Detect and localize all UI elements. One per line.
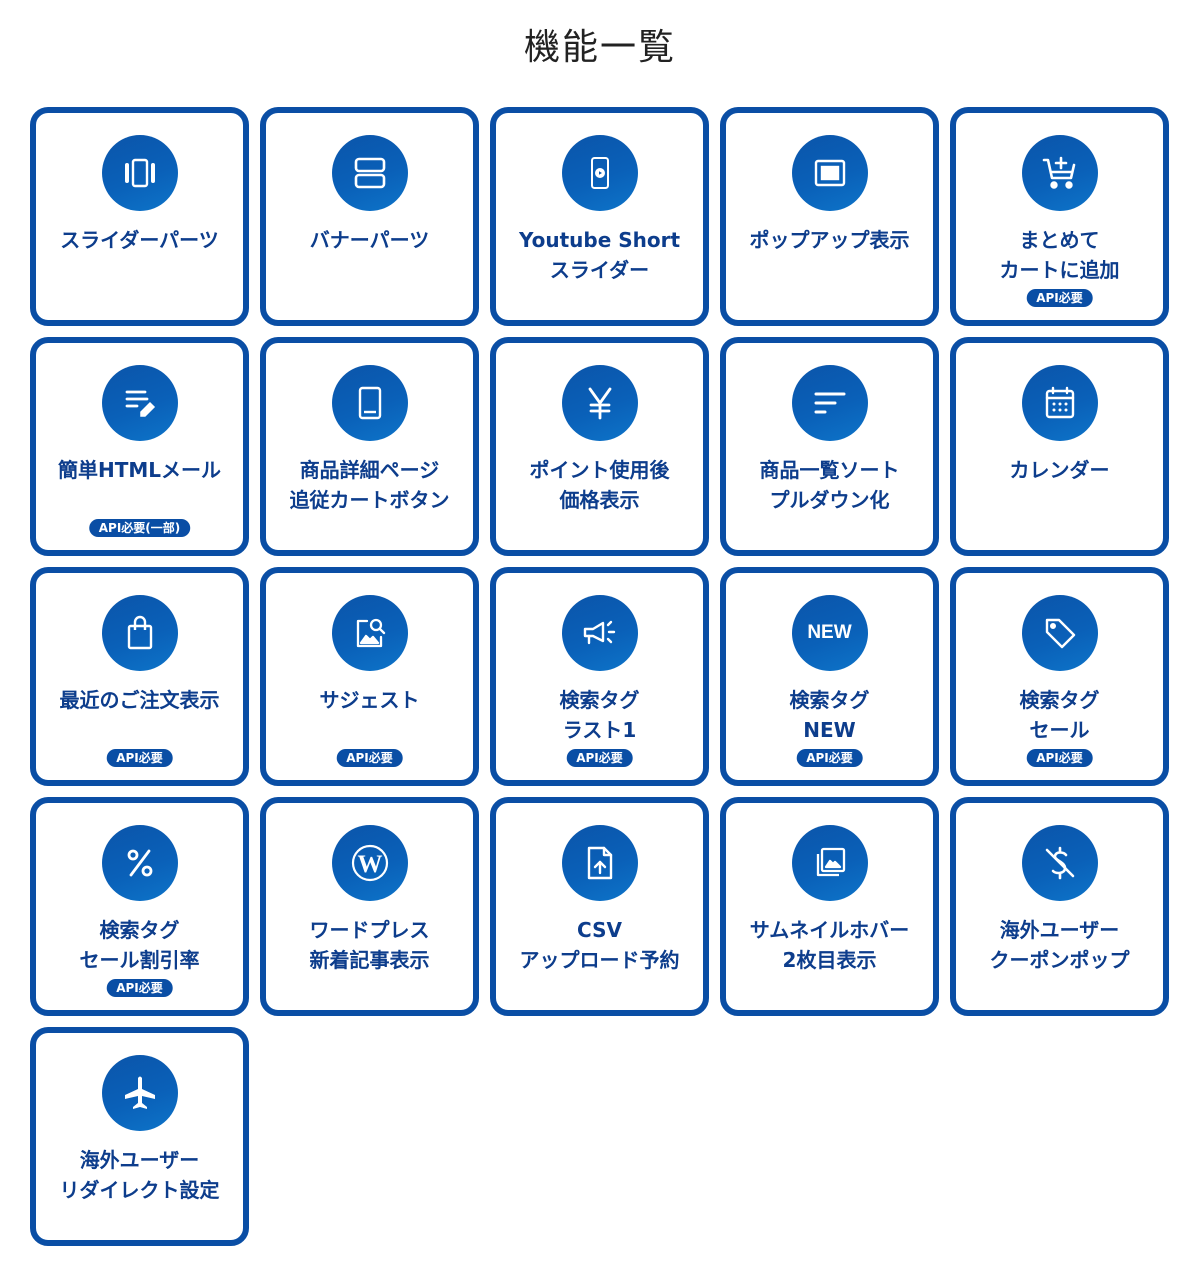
feature-card-wordpress-posts[interactable]: W ワードプレス新着記事表示 — [260, 797, 479, 1016]
api-required-badge: API必要 — [106, 979, 173, 997]
feature-card-search-tag-last-one[interactable]: 検索タグラスト1 API必要 — [490, 567, 709, 786]
edit-note-icon — [101, 365, 178, 441]
file-upload-icon — [561, 825, 638, 901]
feature-label: 検索タグセール — [1019, 688, 1100, 742]
feature-label: 海外ユーザーリダイレクト設定 — [59, 1148, 220, 1202]
shopping-bag-icon — [101, 595, 178, 671]
api-required-badge: API必要 — [1026, 289, 1093, 307]
feature-label: 検索タグラスト1 — [559, 688, 640, 742]
feature-label: 商品詳細ページ追従カートボタン — [289, 458, 450, 512]
popup-icon — [791, 135, 868, 211]
image-stack-icon — [791, 825, 868, 901]
feature-card-overseas-coupon-popup[interactable]: 海外ユーザークーポンポップ — [950, 797, 1169, 1016]
feature-label: ワードプレス新着記事表示 — [309, 918, 430, 972]
api-required-badge: API必要 — [106, 749, 173, 767]
feature-card-popup[interactable]: ポップアップ表示 — [720, 107, 939, 326]
feature-label: まとめてカートに追加 — [999, 228, 1120, 282]
feature-card-suggest[interactable]: サジェスト API必要 — [260, 567, 479, 786]
feature-card-overseas-redirect[interactable]: 海外ユーザーリダイレクト設定 — [30, 1027, 249, 1246]
carousel-icon — [101, 135, 178, 211]
feature-card-price-after-points[interactable]: ポイント使用後価格表示 — [490, 337, 709, 556]
page-title: 機能一覧 — [523, 27, 676, 68]
megaphone-icon — [561, 595, 638, 671]
percent-icon — [101, 825, 178, 901]
feature-card-calendar[interactable]: カレンダー — [950, 337, 1169, 556]
api-required-badge: API必要 — [1026, 749, 1093, 767]
feature-card-search-tag-sale[interactable]: 検索タグセール API必要 — [950, 567, 1169, 786]
feature-label: カレンダー — [1009, 458, 1110, 482]
banner-icon — [331, 135, 408, 211]
feature-label: スライダーパーツ — [60, 228, 219, 252]
calendar-icon — [1021, 365, 1098, 441]
airplane-icon — [101, 1055, 178, 1131]
feature-label: ポップアップ表示 — [749, 228, 910, 252]
image-search-icon — [331, 595, 408, 671]
yen-icon — [561, 365, 638, 441]
cart-add-icon — [1021, 135, 1098, 211]
feature-card-sort-dropdown[interactable]: 商品一覧ソートプルダウン化 — [720, 337, 939, 556]
feature-label: 検索タグセール割引率 — [79, 918, 200, 972]
api-required-badge: API必要 — [336, 749, 403, 767]
feature-label: 海外ユーザークーポンポップ — [989, 918, 1130, 972]
svg-text:W: W — [357, 851, 382, 878]
api-required-badge: API必要 — [796, 749, 863, 767]
feature-card-sticky-cart-button[interactable]: 商品詳細ページ追従カートボタン — [260, 337, 479, 556]
feature-label: バナーパーツ — [309, 228, 430, 252]
feature-label: 最近のご注文表示 — [59, 688, 220, 712]
feature-card-recent-orders[interactable]: 最近のご注文表示 API必要 — [30, 567, 249, 786]
feature-card-slider-parts[interactable]: スライダーパーツ — [30, 107, 249, 326]
feature-card-html-mail[interactable]: 簡単HTMLメール API必要(一部) — [30, 337, 249, 556]
api-required-badge: API必要(一部) — [88, 519, 191, 537]
new-icon: NEW — [791, 595, 868, 671]
feature-label: サジェスト — [319, 688, 420, 712]
phone-video-icon — [561, 135, 638, 211]
sort-icon — [791, 365, 868, 441]
feature-card-banner-parts[interactable]: バナーパーツ — [260, 107, 479, 326]
wordpress-icon: W — [331, 825, 408, 901]
feature-card-search-tag-discount-rate[interactable]: 検索タグセール割引率 API必要 — [30, 797, 249, 1016]
dollar-off-icon — [1021, 825, 1098, 901]
api-required-badge: API必要 — [566, 749, 633, 767]
feature-label: 簡単HTMLメール — [57, 458, 222, 482]
feature-label: 商品一覧ソートプルダウン化 — [759, 458, 900, 512]
feature-label: ポイント使用後価格表示 — [529, 458, 670, 512]
tag-icon — [1021, 595, 1098, 671]
feature-card-bulk-add-to-cart[interactable]: まとめてカートに追加 API必要 — [950, 107, 1169, 326]
tablet-icon — [331, 365, 408, 441]
